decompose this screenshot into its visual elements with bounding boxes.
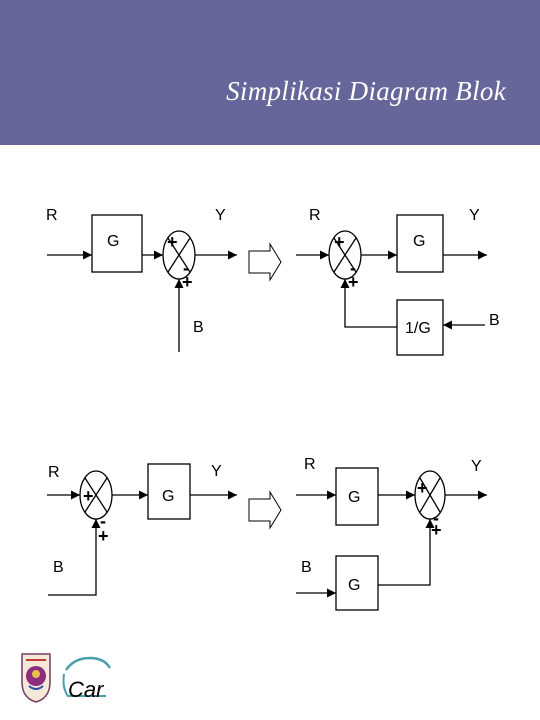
logo-group: Car: [21, 653, 112, 703]
sign-minus: -: [183, 258, 189, 278]
header-banner: Simplikasi Diagram Blok: [0, 0, 540, 145]
feedback-path: [340, 279, 397, 328]
car-logo-text: Car: [68, 677, 105, 702]
page-title: Simplikasi Diagram Blok: [226, 76, 506, 106]
diagram-b-before-labels: R Y G B + - +: [48, 463, 222, 576]
diagram-a-before: [47, 214, 237, 352]
transform-arrow-icon: [248, 242, 282, 282]
sign-plus-bottom: +: [348, 272, 359, 292]
block-label: G: [413, 233, 425, 250]
label-b: B: [301, 559, 312, 576]
diagram-a-after-labels: R Y G 1/G B + - +: [309, 207, 500, 337]
sign-plus: +: [167, 232, 178, 252]
label-b: B: [53, 559, 64, 576]
label-y: Y: [469, 207, 480, 224]
block-g: [147, 463, 191, 520]
sign-plus-bottom: +: [182, 272, 193, 292]
junction-cross: [167, 237, 191, 273]
sign-plus-bottom: +: [431, 520, 442, 540]
diagram-a-after: [296, 214, 487, 356]
block-label-top: G: [348, 489, 360, 506]
diagram-b-after: [296, 467, 487, 611]
diagram-a-before-labels: R Y G B + - +: [46, 207, 226, 336]
disturbance-path: [48, 519, 101, 596]
sign-plus: +: [334, 232, 345, 252]
block-g-top: [335, 467, 379, 526]
junction-cross: [419, 477, 441, 513]
label-b: B: [489, 312, 500, 329]
feedback-block-label: 1/G: [405, 320, 431, 337]
diagram-b-after-labels: R Y G B G + - +: [301, 456, 482, 594]
label-y: Y: [471, 458, 482, 475]
sign-minus: -: [433, 508, 439, 528]
label-y: Y: [211, 463, 222, 480]
sign-plus: +: [417, 478, 428, 498]
disturbance-path: [378, 519, 435, 586]
sign-minus: -: [350, 258, 356, 278]
label-b: B: [193, 319, 204, 336]
block-label-bottom: G: [348, 577, 360, 594]
sign-minus: -: [100, 511, 106, 531]
sign-plus: +: [83, 486, 94, 506]
label-r: R: [48, 464, 60, 481]
university-seal-icon: [21, 653, 51, 703]
block-g: [396, 214, 444, 273]
block-g-bottom: [335, 555, 379, 611]
car-logo-icon: Car: [62, 656, 112, 702]
label-r: R: [46, 207, 58, 224]
label-r: R: [309, 207, 321, 224]
label-y: Y: [215, 207, 226, 224]
block-g: [91, 214, 143, 273]
junction-cross: [333, 237, 357, 273]
junction-cross: [84, 477, 108, 513]
sign-plus-bottom: +: [98, 526, 109, 546]
footer-logos: Car: [18, 652, 118, 709]
transform-arrow-icon: [248, 490, 282, 530]
block-label: G: [162, 488, 174, 505]
block-label: G: [107, 233, 119, 250]
diagram-b-before: [47, 463, 237, 596]
label-r: R: [304, 456, 316, 473]
